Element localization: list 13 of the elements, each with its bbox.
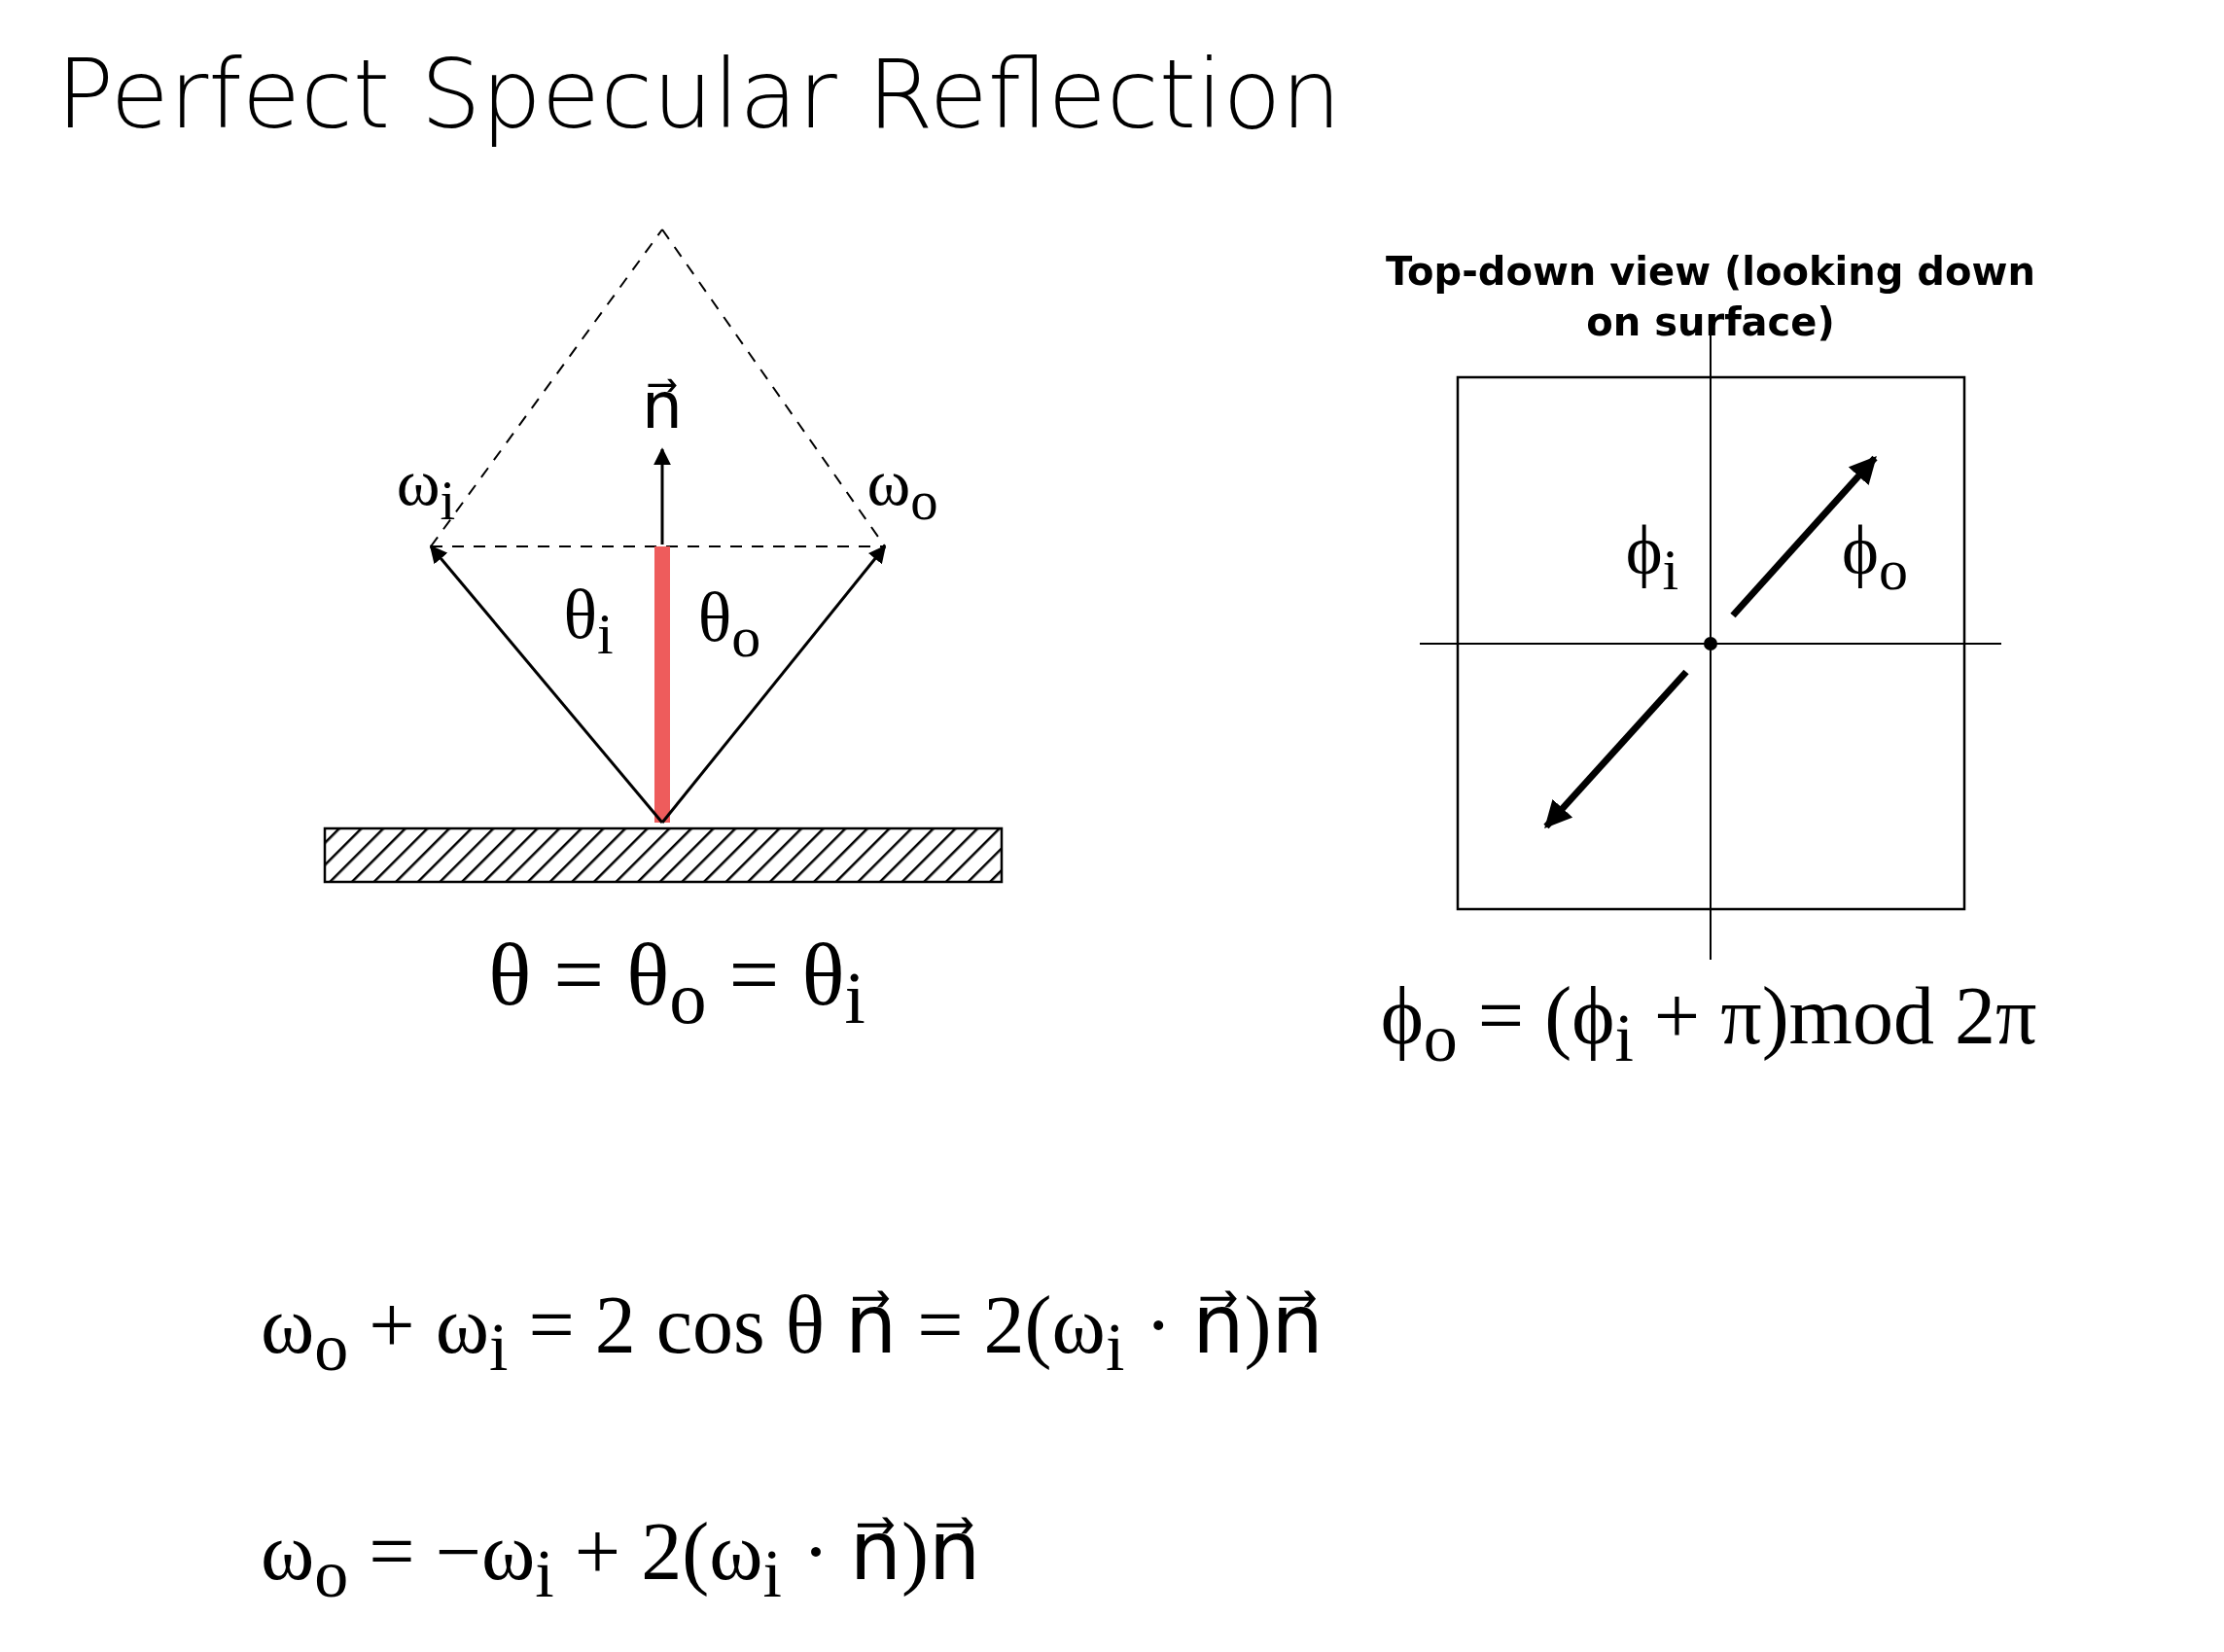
view-caption: Top-down view (looking down on surface) <box>1385 248 2036 346</box>
slide-title: Perfect Specular Reflection <box>56 39 1342 150</box>
equation: ω$_{o}$ = −ω$_{i}$ + 2(ω$_{i}$ · n⃗)n⃗ <box>261 1511 981 1608</box>
math-label: θ$_{i}$ <box>563 580 614 663</box>
equation: θ = θ$_{o}$ = θ$_{i}$ <box>488 929 865 1037</box>
math-label: ϕ$_{o}$ <box>1842 515 1908 599</box>
equation: ω$_{o}$ + ω$_{i}$ = 2 cos θ n⃗ = 2(ω$_{i}$ · n⃗)n⃗ <box>261 1284 1324 1382</box>
math-label: ϕ$_{i}$ <box>1625 515 1679 599</box>
math-label: ω$_{o}$ <box>866 449 938 529</box>
math-label: ω$_{i}$ <box>396 449 456 529</box>
math-label: θ$_{o}$ <box>697 582 761 666</box>
math-label: n⃗ <box>642 374 683 439</box>
equation: ϕ$_{o}$ = (ϕ$_{i}$ + π)mod 2π <box>1380 975 2037 1072</box>
